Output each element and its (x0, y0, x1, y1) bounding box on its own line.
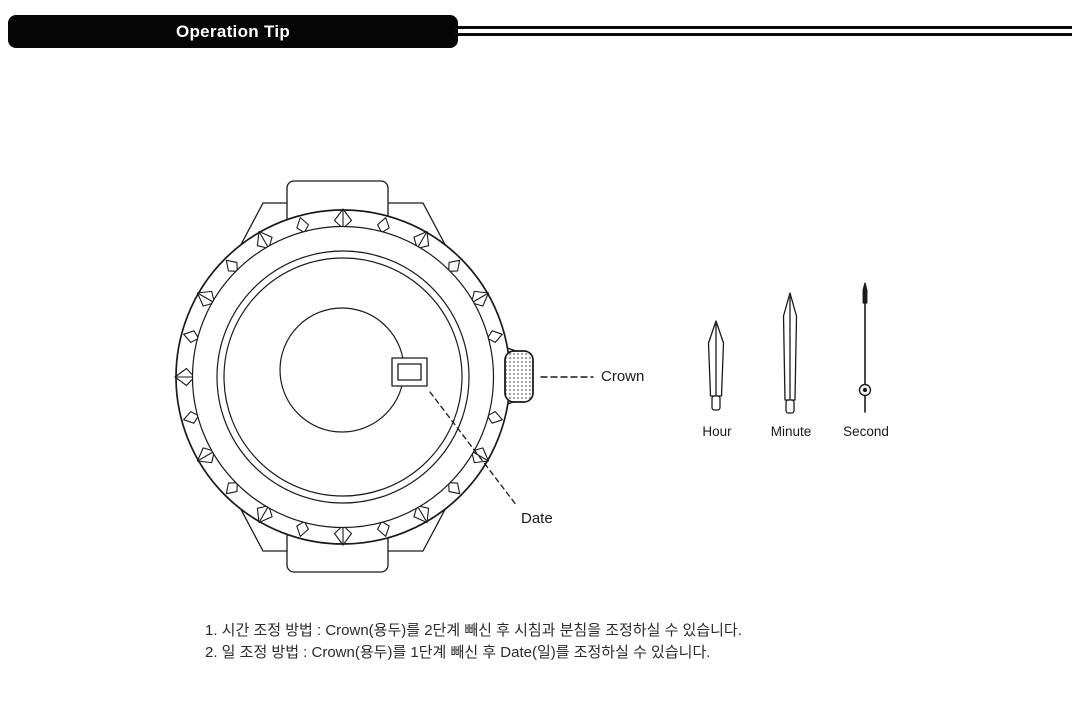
dial-center-circle (279, 307, 405, 433)
minute-hand-label: Minute (770, 424, 812, 439)
header-double-rule (454, 26, 1072, 36)
second-hand (858, 282, 872, 413)
second-hand-label: Second (843, 424, 889, 439)
hour-hand (707, 320, 725, 411)
instruction-line-1: 1. 시간 조정 방법 : Crown(용두)를 2단계 빼신 후 시침과 분침… (205, 622, 742, 639)
header-banner: Operation Tip (8, 15, 458, 48)
hour-hand-label: Hour (702, 424, 732, 439)
instructions: 1. 시간 조정 방법 : Crown(용두)를 2단계 빼신 후 시침과 분침… (205, 620, 742, 663)
minute-hand (782, 292, 798, 414)
date-label: Date (521, 510, 553, 527)
crown-label: Crown (601, 368, 645, 385)
instruction-line-2: 2. 일 조정 방법 : Crown(용두)를 1단계 빼신 후 Date(일)… (205, 643, 711, 661)
date-window-inner (397, 363, 422, 381)
crown-texture (504, 350, 534, 403)
date-leader-line (429, 391, 518, 507)
page-title: Operation Tip (175, 21, 291, 41)
